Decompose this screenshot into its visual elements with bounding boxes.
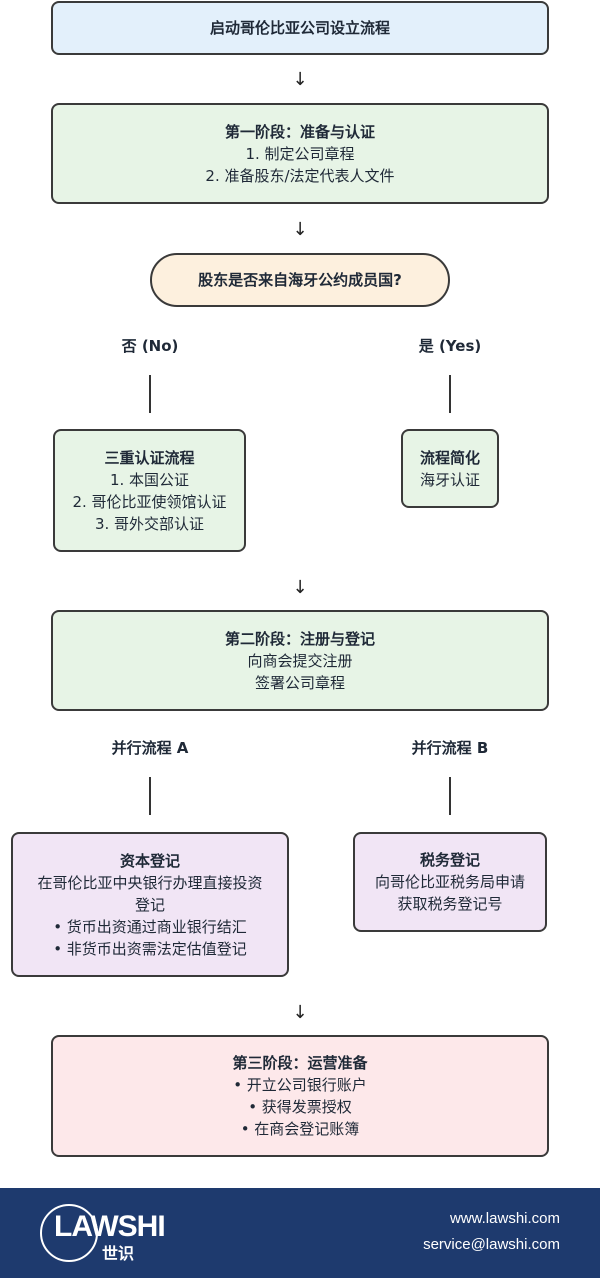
triple-certification-line: 3. 哥外交部认证 <box>94 514 205 533</box>
stage1-line: 1. 制定公司章程 <box>245 144 355 163</box>
website-link[interactable]: www.lawshi.com <box>449 1210 560 1227</box>
decision-text: 股东是否来自海牙公约成员国? <box>198 271 402 289</box>
parallel-a-connector <box>149 777 151 815</box>
simplified-title: 流程简化 <box>419 448 480 467</box>
footer: LAWSHI 世识 www.lawshi.com service@lawshi.… <box>0 1188 600 1278</box>
branch-yes-connector <box>449 375 451 413</box>
stage2-node: 第二阶段：注册与登记 向商会提交注册 签署公司章程 <box>51 610 549 711</box>
branch-no-label: 否 (No) <box>121 337 179 355</box>
email-link[interactable]: service@lawshi.com <box>423 1236 560 1253</box>
capital-registration-node: 资本登记 在哥伦比亚中央银行办理直接投资 登记 • 货币出资通过商业银行结汇 •… <box>11 832 289 977</box>
stage1-title: 第一阶段：准备与认证 <box>224 122 375 141</box>
tax-registration-title: 税务登记 <box>419 851 480 869</box>
triple-certification-line: 2. 哥伦比亚使领馆认证 <box>72 492 227 511</box>
simplified-line: 海牙认证 <box>419 470 480 489</box>
stage3-line: • 获得发票授权 <box>248 1098 352 1116</box>
arrow-3: ↓ <box>292 577 308 598</box>
capital-registration-line: • 货币出资通过商业银行结汇 <box>53 917 247 936</box>
start-node-title: 启动哥伦比亚公司设立流程 <box>209 19 390 37</box>
branch-yes-label: 是 (Yes) <box>418 337 482 355</box>
arrow-2: ↓ <box>292 219 308 240</box>
arrow-1: ↓ <box>292 69 308 90</box>
decision-node: 股东是否来自海牙公约成员国? <box>150 253 450 307</box>
capital-registration-line: 登记 <box>134 895 165 914</box>
arrow-4: ↓ <box>292 1002 308 1023</box>
logo-chinese-text: 世识 <box>102 1244 135 1263</box>
stage2-line: 向商会提交注册 <box>247 651 353 670</box>
capital-registration-title: 资本登记 <box>119 851 180 870</box>
start-node: 启动哥伦比亚公司设立流程 <box>51 1 549 55</box>
parallel-b-label: 并行流程 B <box>411 739 489 757</box>
stage1-node: 第一阶段：准备与认证 1. 制定公司章程 2. 准备股东/法定代表人文件 <box>51 103 549 204</box>
triple-certification-title: 三重认证流程 <box>104 448 195 467</box>
stage3-line: • 开立公司银行账户 <box>233 1076 367 1094</box>
tax-registration-line: 向哥伦比亚税务局申请 <box>374 873 525 891</box>
stage3-node: 第三阶段：运营准备 • 开立公司银行账户 • 获得发票授权 • 在商会登记账簿 <box>51 1035 549 1157</box>
branch-no-connector <box>149 375 151 413</box>
stage3-line: • 在商会登记账簿 <box>240 1120 360 1138</box>
logo-text: LAWSHI <box>54 1210 166 1243</box>
simplified-node: 流程简化 海牙认证 <box>401 429 499 508</box>
stage1-line: 2. 准备股东/法定代表人文件 <box>205 166 395 185</box>
triple-certification-node: 三重认证流程 1. 本国公证 2. 哥伦比亚使领馆认证 3. 哥外交部认证 <box>53 429 246 552</box>
stage2-line: 签署公司章程 <box>254 673 345 692</box>
parallel-a-label: 并行流程 A <box>111 739 189 757</box>
capital-registration-line: • 非货币出资需法定估值登记 <box>53 939 247 958</box>
logo-circle <box>40 1204 98 1262</box>
triple-certification-line: 1. 本国公证 <box>109 470 190 489</box>
tax-registration-line: 获取税务登记号 <box>397 895 503 913</box>
parallel-b-connector <box>449 777 451 815</box>
tax-registration-node: 税务登记 向哥伦比亚税务局申请 获取税务登记号 <box>353 832 547 932</box>
capital-registration-line: 在哥伦比亚中央银行办理直接投资 <box>37 873 263 892</box>
stage3-title: 第三阶段：运营准备 <box>232 1054 368 1072</box>
stage2-title: 第二阶段：注册与登记 <box>224 629 375 648</box>
